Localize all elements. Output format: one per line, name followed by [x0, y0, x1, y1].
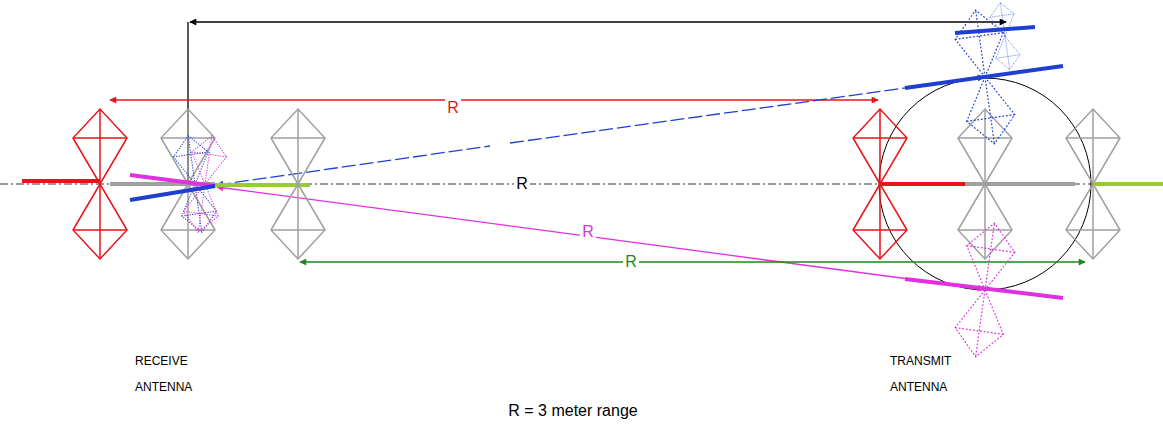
antenna-label: TRANSMIT ANTENNA	[890, 348, 1000, 401]
range-label: R	[514, 175, 530, 193]
transmit-antenna	[853, 1, 1163, 360]
range-label: R	[580, 223, 596, 241]
rotation-circle	[879, 78, 1091, 290]
range-label: R	[623, 253, 639, 271]
antenna-label: RECEIVE ANTENNA	[135, 348, 245, 401]
range-lines	[110, 77, 1085, 289]
range-label: R	[445, 99, 461, 117]
range-note: R = 3 meter range	[508, 402, 637, 420]
dimension-line	[188, 22, 1006, 183]
axis-line	[0, 184, 1163, 185]
receive-antenna	[22, 109, 325, 259]
